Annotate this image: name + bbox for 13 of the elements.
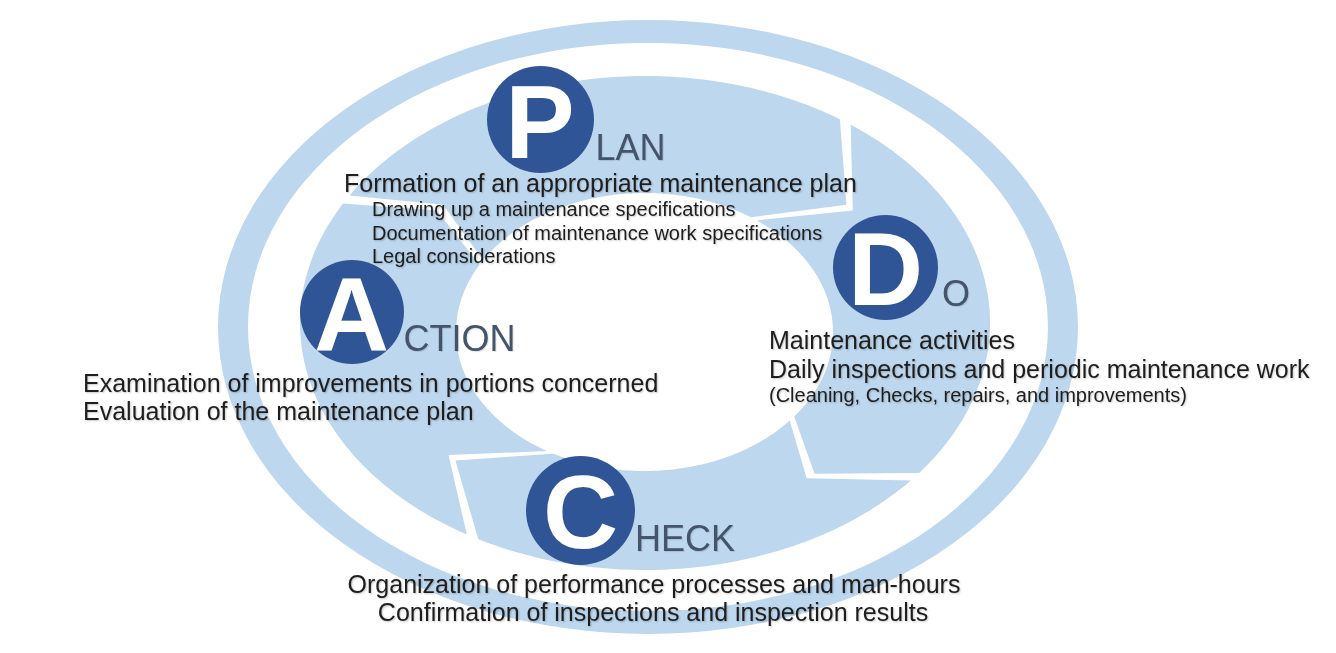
stage-heading: HECK	[635, 521, 736, 557]
description-text: Maintenance activities	[769, 325, 1015, 356]
description-text: Organization of performance processes and man-hours	[347, 569, 961, 600]
description-text: Evaluation of the maintenance plan	[83, 397, 474, 427]
stage-heading: LAN	[595, 129, 666, 166]
description-text: Examination of improvements in portions concerned	[83, 368, 659, 399]
description-text: Daily inspections and periodic maintenance work	[769, 354, 1310, 385]
stage-heading: CTION	[403, 320, 516, 357]
sub-item-text: (Cleaning, Checks, repairs, and improvements)	[769, 383, 1187, 408]
sub-item-text: Drawing up a maintenance specifications	[372, 197, 736, 221]
stage-heading: O	[942, 276, 970, 312]
sub-item-text: Documentation of maintenance work specifications	[372, 220, 823, 245]
description-text: Confirmation of inspections and inspection results	[377, 598, 929, 628]
